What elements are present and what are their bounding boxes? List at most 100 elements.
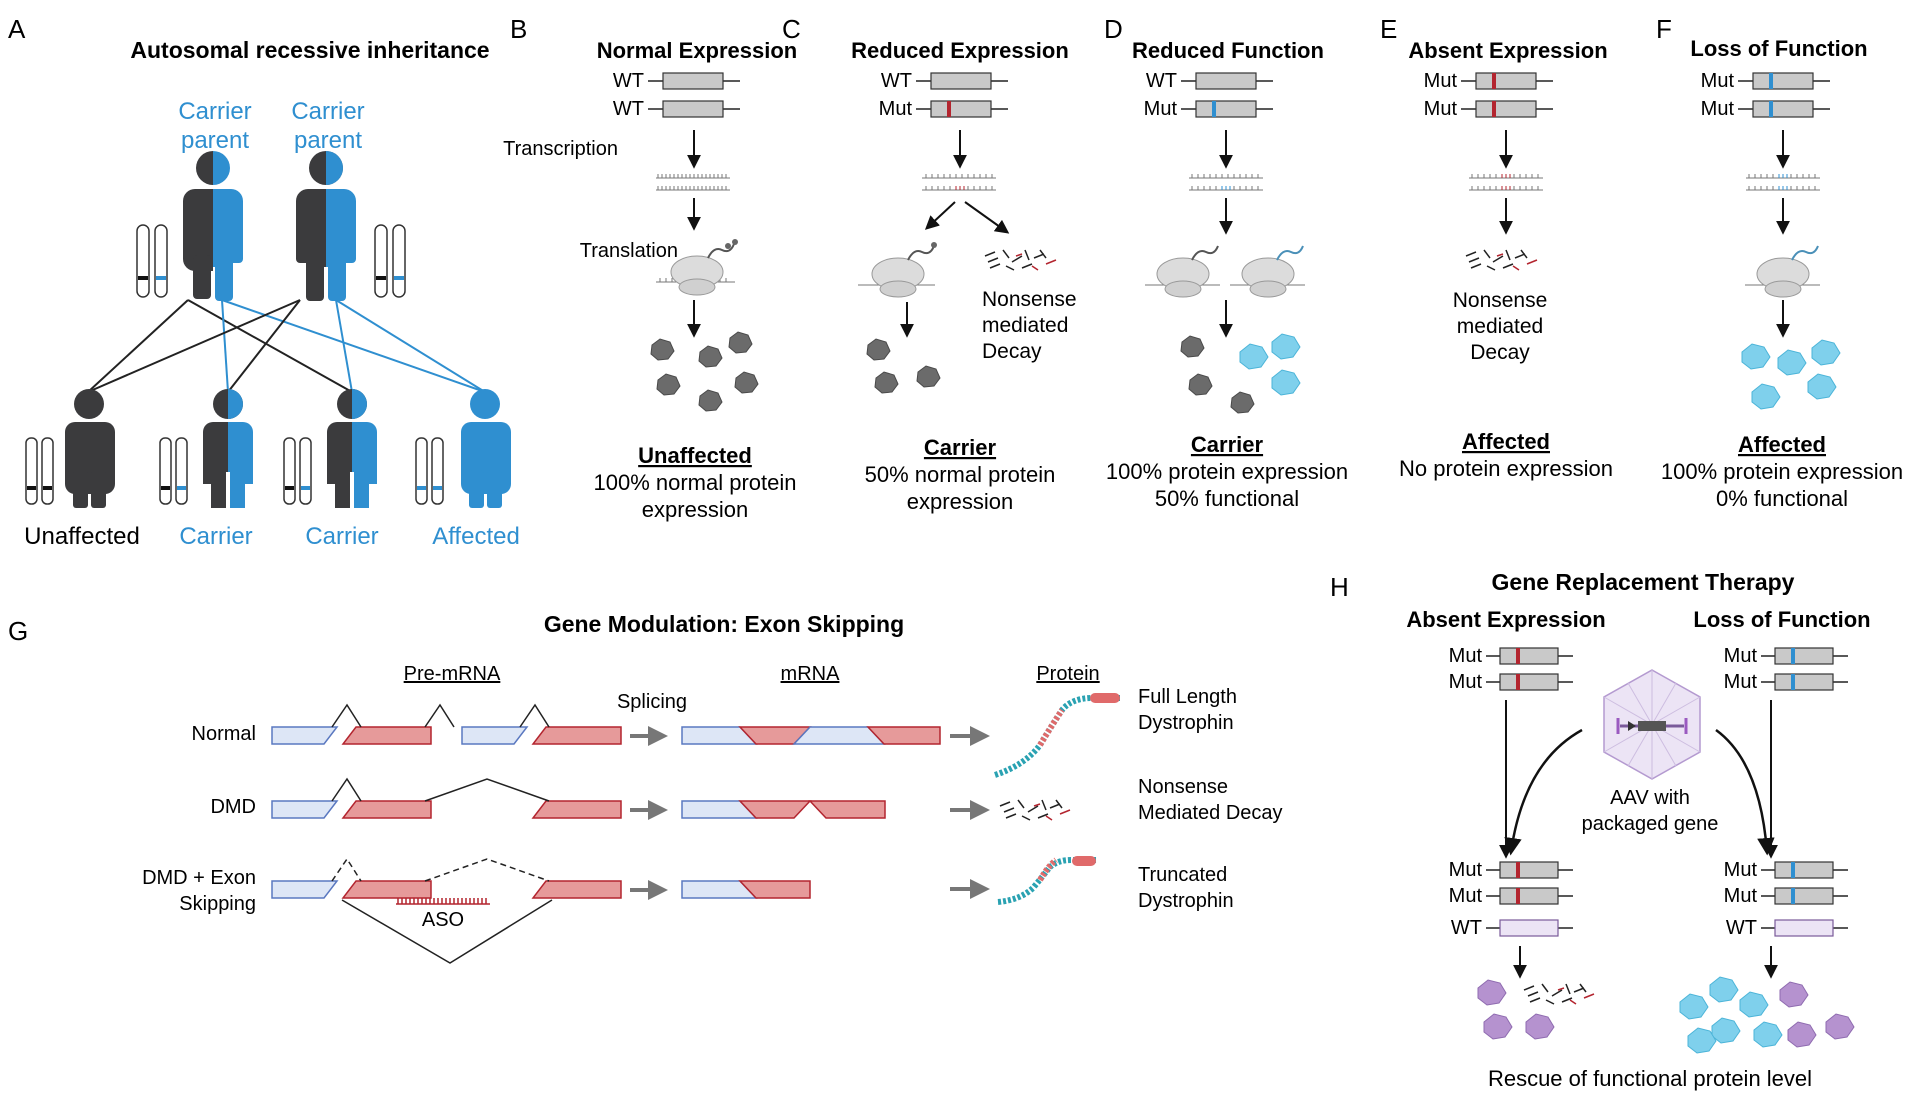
panel-c-allele1: WT xyxy=(881,70,912,92)
normal-mrna xyxy=(681,726,941,745)
panel-f-desc2: 0% functional xyxy=(1716,486,1848,511)
carrier-parent-2-figure xyxy=(296,151,356,301)
panel-c-mrna xyxy=(922,174,996,191)
outcome-2b: Mediated Decay xyxy=(1138,802,1283,824)
panel-c-nmd2: mediated xyxy=(982,314,1068,337)
panel-c-desc2: expression xyxy=(907,489,1013,514)
aso-label: ASO xyxy=(422,909,464,931)
h-aav-arrow-right xyxy=(1715,728,1775,856)
panel-h-right-title: Loss of Function xyxy=(1693,607,1870,632)
aav-label-2: packaged gene xyxy=(1582,813,1719,835)
panel-e-allele2: Mut xyxy=(1424,98,1458,120)
h-right-mut3: Mut xyxy=(1724,859,1758,881)
panel-a: Autosomal recessive inheritance Carrier … xyxy=(24,37,520,550)
outcome-3b: Dystrophin xyxy=(1138,890,1234,912)
panel-e-outcome: Affected xyxy=(1462,429,1550,454)
parent2-chromosomes xyxy=(374,224,406,298)
panel-d-outcome: Carrier xyxy=(1191,432,1264,457)
panel-b: Normal Expression WT WT Transcription Tr… xyxy=(503,38,797,522)
full-length-dystrophin xyxy=(994,693,1120,778)
panel-d-proteins-blue xyxy=(1239,333,1301,396)
splicing-label: Splicing xyxy=(617,691,687,713)
panel-d-desc1: 100% protein expression xyxy=(1106,459,1348,484)
panel-f-gene-2 xyxy=(1738,100,1830,118)
inheritance-lines xyxy=(87,299,486,393)
panel-d-gene-1 xyxy=(1181,72,1273,90)
transcription-label: Transcription xyxy=(503,138,618,160)
parent1-label-line1: Carrier xyxy=(178,98,251,125)
panel-d-gene-2 xyxy=(1181,100,1273,118)
outcome-1b: Dystrophin xyxy=(1138,712,1234,734)
row-normal-label: Normal xyxy=(192,723,256,745)
h-left-wt: WT xyxy=(1451,917,1482,939)
panel-b-mrna xyxy=(656,174,730,191)
h-right-mut4: Mut xyxy=(1724,885,1758,907)
aav-label-1: AAV with xyxy=(1610,787,1690,809)
panel-c: Reduced Expression WT Mut xyxy=(851,38,1076,514)
dmd-mrna xyxy=(681,800,886,819)
child-unaffected-figure xyxy=(65,389,115,508)
outcome-2a: Nonsense xyxy=(1138,776,1228,798)
panel-e-nmd2: mediated xyxy=(1457,315,1543,338)
parent1-label-line2: parent xyxy=(181,127,249,154)
h-left-genes-top xyxy=(1486,647,1573,691)
h-right-mut1: Mut xyxy=(1724,645,1758,667)
panel-c-decay-fragments xyxy=(984,249,1057,271)
panel-d-ribosomes xyxy=(1145,245,1305,298)
h-aav-arrow-left xyxy=(1504,728,1583,856)
h-right-genes-top xyxy=(1761,647,1848,691)
panel-e-title: Absent Expression xyxy=(1408,38,1607,63)
row-dmd-label: DMD xyxy=(210,796,256,818)
h-right-proteins-blue xyxy=(1679,976,1783,1054)
panel-b-outcome: Unaffected xyxy=(638,443,752,468)
h-left-mut4: Mut xyxy=(1449,885,1483,907)
h-right-genes-after xyxy=(1761,861,1848,937)
panel-d: Reduced Function WT Mut xyxy=(1106,38,1348,511)
child-carrier-1-figure xyxy=(203,389,253,508)
dmd-decay-fragments xyxy=(999,799,1071,821)
child-affected-figure xyxy=(461,389,511,508)
panel-b-proteins xyxy=(650,331,759,412)
panel-f-desc1: 100% protein expression xyxy=(1661,459,1903,484)
panel-e-nmd1: Nonsense xyxy=(1453,289,1548,312)
panel-e-mrna xyxy=(1469,174,1543,191)
panel-e-allele1: Mut xyxy=(1424,70,1458,92)
panel-a-title: Autosomal recessive inheritance xyxy=(130,37,489,63)
panel-f-gene-1 xyxy=(1738,72,1830,90)
panel-letter-d: D xyxy=(1104,14,1123,44)
panel-f: Loss of Function Mut Mut xyxy=(1661,36,1903,511)
outcome-3a: Truncated xyxy=(1138,864,1227,886)
aso-oligo xyxy=(396,898,490,905)
translation-label: Translation xyxy=(580,240,678,262)
panel-c-outcome: Carrier xyxy=(924,435,997,460)
outcome-1a: Full Length xyxy=(1138,686,1237,708)
children-chromosomes xyxy=(25,437,444,505)
parent2-label-line1: Carrier xyxy=(291,98,364,125)
carrier-parent-1-figure xyxy=(183,151,243,301)
panel-c-arrow-left xyxy=(924,201,956,230)
col-mrna: mRNA xyxy=(781,663,841,685)
h-left-mut3: Mut xyxy=(1449,859,1483,881)
panel-d-proteins-gray xyxy=(1180,335,1255,414)
panel-d-allele2: Mut xyxy=(1144,98,1178,120)
child-carrier-2-figure xyxy=(327,389,377,508)
panel-b-gene-2 xyxy=(648,100,740,118)
panel-g-title: Gene Modulation: Exon Skipping xyxy=(544,611,904,637)
panel-letter-a: A xyxy=(8,14,26,44)
panel-h: Gene Replacement Therapy Absent Expressi… xyxy=(1406,569,1870,1091)
panel-d-desc2: 50% functional xyxy=(1155,486,1299,511)
panel-b-desc1: 100% normal protein xyxy=(593,470,796,495)
panel-c-gene-1 xyxy=(916,72,1008,90)
row-skip-label-2: Skipping xyxy=(179,893,256,915)
h-left-decay-fragments xyxy=(1523,983,1595,1005)
aav-capsid xyxy=(1603,669,1701,780)
child-label-1: Unaffected xyxy=(24,523,140,550)
h-right-proteins-purple xyxy=(1779,981,1855,1048)
panel-b-desc2: expression xyxy=(642,497,748,522)
parent2-label-line2: parent xyxy=(294,127,362,154)
panel-letter-b: B xyxy=(510,14,527,44)
panel-c-proteins xyxy=(866,338,941,394)
panel-c-arrow-right xyxy=(964,201,1010,234)
h-left-proteins-purple xyxy=(1477,979,1555,1040)
